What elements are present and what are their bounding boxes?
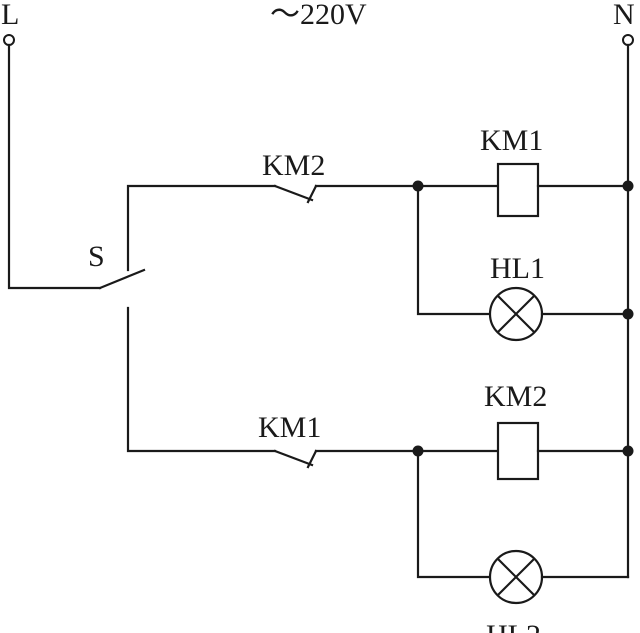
terminal-n-label: N [613, 0, 635, 31]
branch-1-feed-wire [126, 184, 277, 272]
junction-dot [622, 445, 634, 457]
branch-1-hl1-lamp [488, 286, 544, 342]
junction-dot [412, 180, 424, 192]
junction-dot [622, 308, 634, 320]
branch-1-contact-label: KM2 [262, 149, 325, 182]
branch-1-lamp-wire-left [416, 184, 492, 316]
junction-dot [412, 445, 424, 457]
switch-s-blade [98, 268, 146, 290]
terminal-l-label: L [1, 0, 19, 31]
branch-1-lamp-label: HL1 [490, 252, 545, 285]
junction-dot [622, 180, 634, 192]
branch-2-km1-nc-contact [273, 449, 420, 469]
branch-2-feed-wire [126, 306, 277, 453]
branch-2-hl2-lamp [488, 549, 544, 605]
branch-2-lamp-label: HL2 [486, 619, 541, 633]
branch-2-lamp-wire-left [416, 449, 492, 579]
branch-2-contact-label: KM1 [258, 411, 321, 444]
switch-s-label: S [88, 240, 105, 273]
branch-2-km2-coil [496, 421, 540, 481]
line-l-wire [7, 43, 102, 290]
branch-2-coil-label: KM2 [484, 380, 547, 413]
terminal-n [622, 34, 634, 46]
branch-1-km2-nc-contact [273, 184, 420, 204]
branch-1-km1-coil [496, 162, 540, 218]
branch-1-coil-label: KM1 [480, 124, 543, 157]
terminal-l [3, 34, 15, 46]
voltage-label: ～220V [270, 0, 367, 31]
